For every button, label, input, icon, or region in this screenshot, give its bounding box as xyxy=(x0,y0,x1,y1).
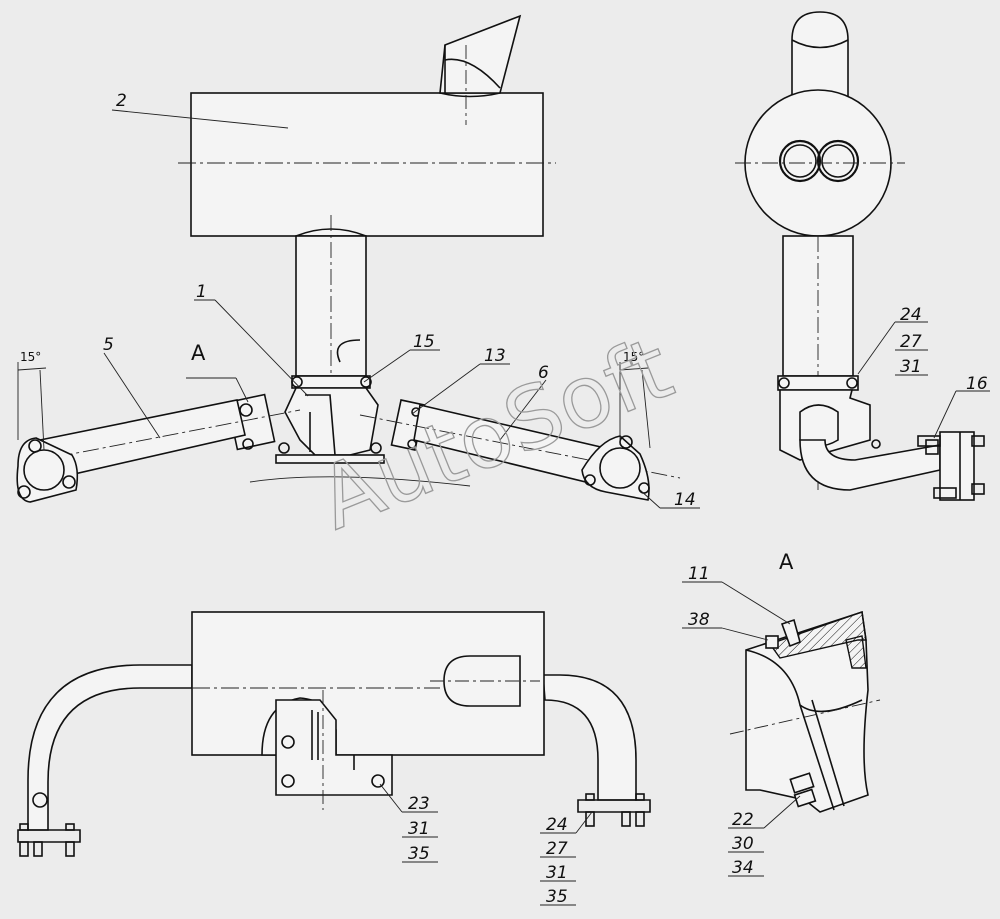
side-stack-2: 31 xyxy=(900,357,922,377)
callout-5: 5 xyxy=(103,335,114,355)
detail-a-leaders xyxy=(682,581,801,877)
bottom-right-stack-3: 35 xyxy=(546,887,568,907)
bottom-center-stack-2: 35 xyxy=(408,844,430,864)
callout-2: 2 xyxy=(116,91,127,111)
bottom-right-stack-0: 24 xyxy=(546,815,568,835)
plan-view xyxy=(17,611,651,857)
callout-6: 6 xyxy=(538,363,549,383)
clamp-band xyxy=(291,375,371,389)
detail-a-view xyxy=(729,610,881,813)
angle-label-right: 15° xyxy=(623,350,644,364)
base-bracket xyxy=(275,454,385,464)
front-view-leaders xyxy=(103,109,700,509)
detail-stack-1: 30 xyxy=(732,834,754,854)
view-marker-a: A xyxy=(191,341,206,365)
callout-38: 38 xyxy=(688,610,710,630)
front-view: 15° 15° xyxy=(16,14,681,503)
callout-14: 14 xyxy=(674,490,696,510)
callout-16: 16 xyxy=(966,374,988,394)
callout-15: 15 xyxy=(413,332,435,352)
plan-view-leaders xyxy=(379,783,593,906)
side-stack-1: 27 xyxy=(900,332,922,352)
bottom-right-stack-2: 31 xyxy=(546,863,568,883)
left-flange xyxy=(16,437,79,503)
side-view xyxy=(735,11,985,501)
callout-1: 1 xyxy=(196,282,207,302)
right-flange xyxy=(581,435,650,501)
bottom-center-stack-0: 23 xyxy=(408,794,430,814)
side-stack-0: 24 xyxy=(900,305,922,325)
callout-11: 11 xyxy=(688,564,710,584)
detail-stack-0: 22 xyxy=(732,810,754,830)
detail-stack-2: 34 xyxy=(732,858,754,878)
angle-label-left: 15° xyxy=(20,350,41,364)
tailpipe-outlet xyxy=(439,14,522,125)
bottom-right-stack-1: 27 xyxy=(546,839,568,859)
callout-13: 13 xyxy=(484,346,506,366)
detail-a-title: A xyxy=(779,550,794,574)
bottom-center-stack-1: 31 xyxy=(408,819,430,839)
side-view-leaders xyxy=(857,321,990,439)
muffler-body xyxy=(190,92,544,237)
